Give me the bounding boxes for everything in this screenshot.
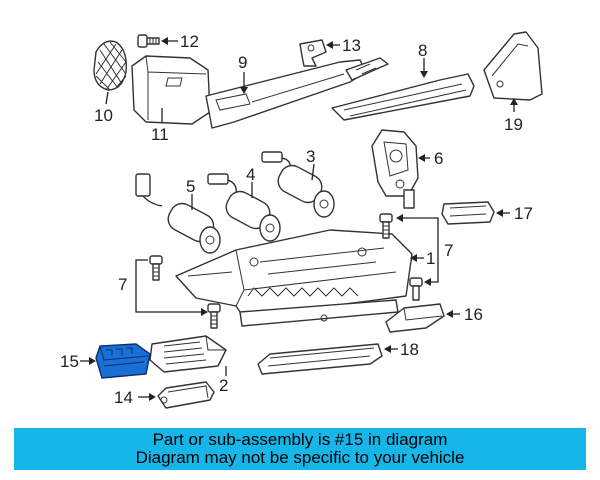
leader-7-right [398, 217, 439, 283]
part-7-bolt-lower[interactable] [207, 303, 221, 329]
leader-10 [105, 91, 109, 105]
part-4-motor[interactable] [207, 173, 281, 242]
callout-15[interactable]: 15 [60, 352, 79, 371]
part-15-module-highlighted[interactable] [95, 343, 151, 379]
part-13-bracket[interactable] [299, 39, 327, 67]
part-7-bolt-upper[interactable] [379, 213, 393, 239]
part-5-motor[interactable] [135, 173, 221, 254]
banner-line-2: Diagram may not be specific to your vehi… [135, 448, 465, 467]
callout-11[interactable]: 11 [151, 125, 169, 144]
callout-7-right[interactable]: 7 [444, 241, 453, 260]
callout-10[interactable]: 10 [94, 106, 113, 125]
part-12-screw[interactable] [137, 34, 160, 48]
callout-12[interactable]: 12 [180, 32, 199, 51]
part-10-mesh-cover[interactable] [93, 40, 127, 91]
parts-diagram: 10 12 11 9 13 8 [60, 31, 543, 409]
callout-13[interactable]: 13 [342, 36, 361, 55]
part-1-seat-frame[interactable] [175, 229, 413, 327]
callout-7-left[interactable]: 7 [118, 275, 127, 294]
callout-3[interactable]: 3 [306, 147, 315, 166]
callout-1[interactable]: 1 [426, 249, 435, 268]
callout-18[interactable]: 18 [400, 340, 419, 359]
part-7-bolt-right[interactable] [409, 277, 423, 301]
callout-14[interactable]: 14 [114, 388, 133, 407]
callout-19[interactable]: 19 [504, 115, 523, 134]
leader-3 [311, 163, 315, 181]
callout-5[interactable]: 5 [186, 177, 195, 196]
part-3-motor[interactable] [261, 151, 335, 218]
callout-16[interactable]: 16 [464, 305, 483, 324]
leader-7-left [135, 259, 206, 313]
part-7-bolt-left[interactable] [149, 255, 163, 281]
callout-17[interactable]: 17 [514, 204, 533, 223]
callout-6[interactable]: 6 [434, 149, 443, 168]
part-14-bracket[interactable] [157, 381, 215, 409]
part-11-cover[interactable] [131, 55, 211, 125]
part-19-side-trim[interactable] [483, 31, 543, 101]
banner-line-1: Part or sub-assembly is #15 in diagram [152, 430, 448, 449]
part-2-module[interactable] [149, 335, 227, 373]
part-18-rail-strip[interactable] [257, 343, 383, 375]
callout-9[interactable]: 9 [238, 53, 247, 72]
callout-8[interactable]: 8 [418, 41, 427, 60]
info-banner: Part or sub-assembly is #15 in diagram D… [14, 428, 586, 470]
callout-4[interactable]: 4 [246, 165, 255, 184]
part-17-clip[interactable] [441, 201, 495, 225]
part-9-track[interactable] [205, 57, 389, 129]
callout-2[interactable]: 2 [219, 376, 228, 395]
part-16-bracket[interactable] [385, 303, 445, 333]
part-8-rail[interactable] [331, 73, 475, 121]
part-6-gear-bracket[interactable] [371, 129, 419, 209]
